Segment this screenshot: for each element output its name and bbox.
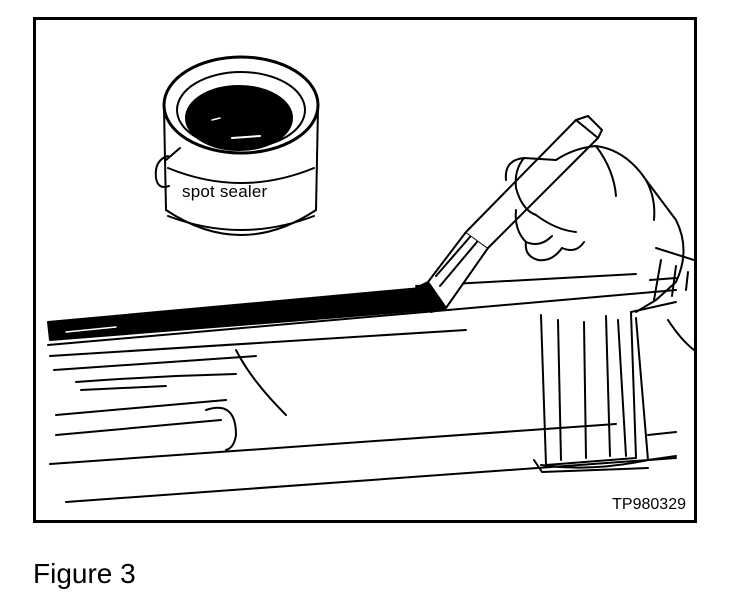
panel-line — [647, 431, 677, 436]
figure-code: TP980329 — [612, 496, 686, 513]
body-panel — [47, 273, 677, 503]
can-label: spot sealer — [182, 182, 268, 201]
figure-caption: Figure 3 — [33, 558, 136, 589]
brush-icon — [415, 115, 603, 313]
sealer-can-icon — [154, 55, 320, 236]
figure-illustration: spot sealer TP980329 — [33, 17, 697, 523]
illustration-drawing — [47, 55, 694, 503]
gloved-hand-icon — [504, 145, 694, 351]
